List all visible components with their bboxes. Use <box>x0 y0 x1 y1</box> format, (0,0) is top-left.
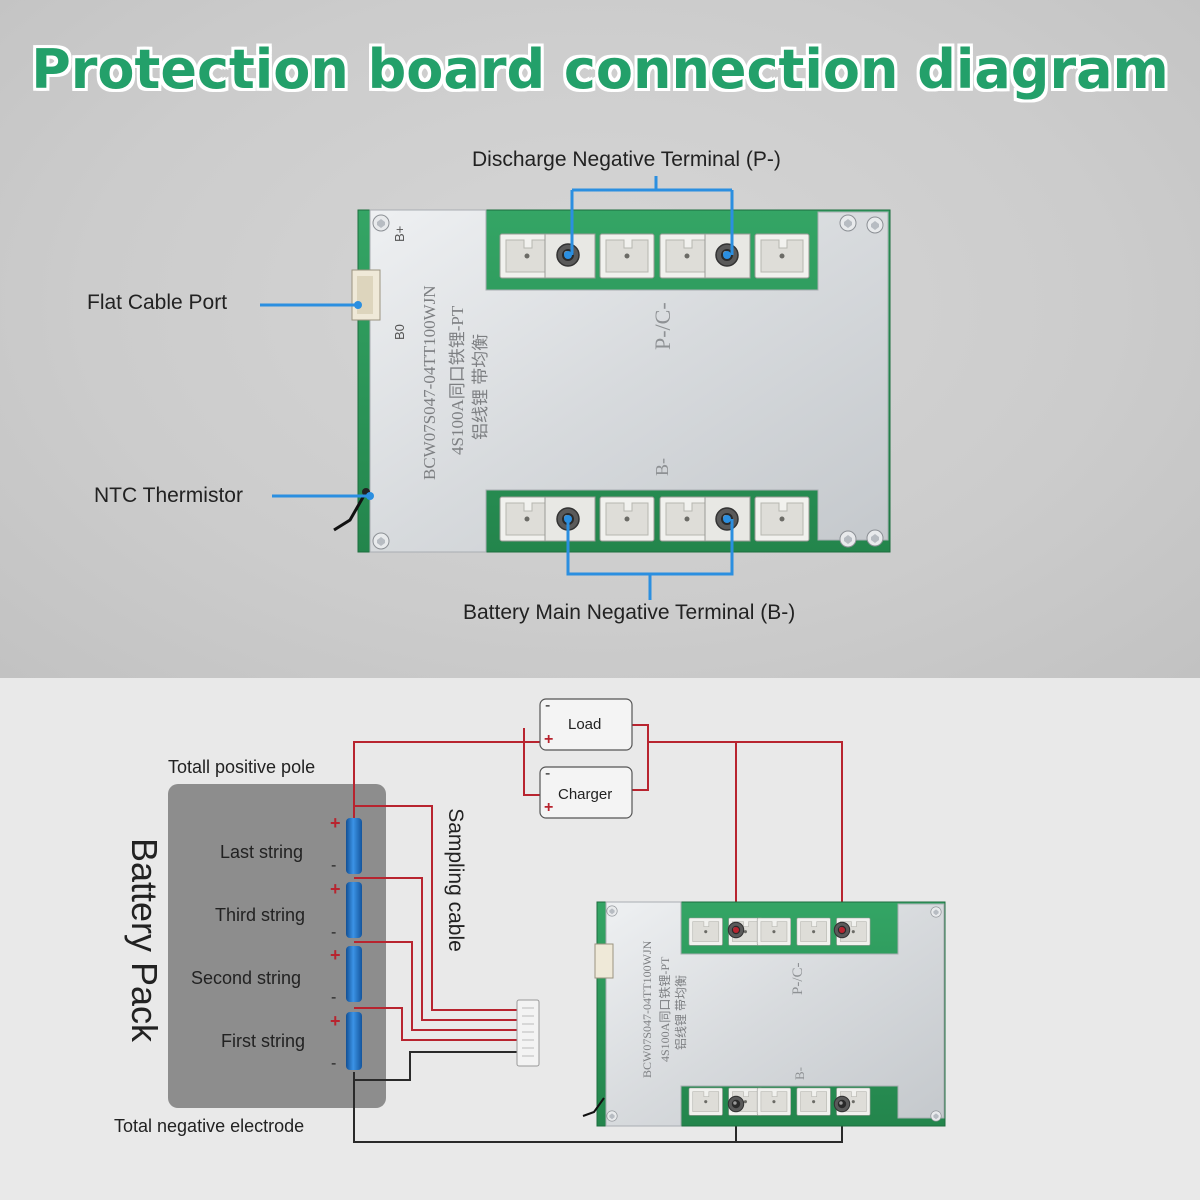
charger-plus: + <box>544 799 554 816</box>
board2-p-c-minus: P-/C- <box>790 962 806 995</box>
bottom-board <box>582 901 946 1127</box>
label-last-string: Last string <box>220 842 304 862</box>
load-label: Load <box>568 716 602 733</box>
label-discharge-negative: Discharge Negative Terminal (P-) <box>472 148 781 171</box>
load-plus: + <box>544 731 554 748</box>
board2-b-minus: B- <box>792 1067 807 1080</box>
board2-model-line2: 4S100A同口铁锂-PT <box>658 956 672 1062</box>
diagram-title: Protection board connection diagram <box>31 38 1169 101</box>
cell2-plus: + <box>330 945 341 965</box>
label-third-string: Third string <box>215 905 306 925</box>
board2-model-line3: 铝线锂 带均衡 <box>674 974 688 1050</box>
load-box <box>539 698 633 751</box>
battery-cells <box>346 818 362 1070</box>
label-total-negative-electrode: Total negative electrode <box>114 1116 305 1136</box>
charger-minus: - <box>545 765 551 782</box>
label-battery-main-negative: Battery Main Negative Terminal (B-) <box>463 601 796 624</box>
label-first-string: First string <box>221 1031 306 1051</box>
cell3-plus: + <box>330 879 341 899</box>
load-minus: - <box>545 697 551 714</box>
board2-model-line1: BCW07S047-04TT100WJN <box>640 940 654 1078</box>
cell4-plus: + <box>330 813 341 833</box>
label-second-string: Second string <box>191 968 302 988</box>
label-flat-cable-port: Flat Cable Port <box>87 291 228 314</box>
label-battery-pack: Battery Pack <box>124 837 165 1043</box>
charger-box <box>539 766 633 819</box>
cell1-plus: + <box>330 1011 341 1031</box>
cell3-minus: - <box>331 924 337 941</box>
top-board <box>333 209 891 553</box>
label-ntc-thermistor: NTC Thermistor <box>94 484 243 507</box>
battery-pack-box <box>168 784 386 1108</box>
label-sampling-cable: Sampling cable <box>444 808 467 952</box>
cell2-minus: - <box>331 989 337 1006</box>
cell4-minus: - <box>331 857 337 874</box>
cell1-minus: - <box>331 1055 337 1072</box>
charger-label: Charger <box>558 786 613 803</box>
label-total-positive-pole: Totall positive pole <box>168 757 316 777</box>
